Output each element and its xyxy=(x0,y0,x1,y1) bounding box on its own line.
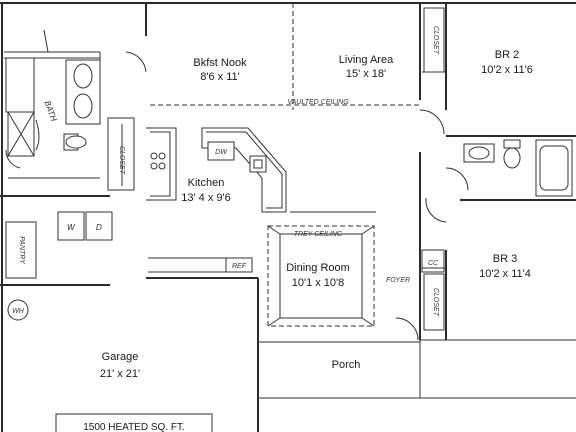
right-wing-walls xyxy=(422,3,576,340)
hall-bath-fixtures xyxy=(463,139,573,197)
closet-left-label: CLOSET xyxy=(118,146,125,175)
kitchen-counters xyxy=(146,127,287,213)
garage-name: Garage xyxy=(102,351,139,363)
bkfst-nook-name: Bkfst Nook xyxy=(193,57,247,69)
porch-outline xyxy=(258,339,576,399)
garage-size: 21' x 21' xyxy=(100,368,140,380)
pantry-label: PANTRY xyxy=(18,236,25,265)
trey-ceiling-note: TREY CEILING xyxy=(294,231,343,238)
vaulted-ceiling-note: VAULTED CEILING xyxy=(287,99,349,106)
bath-area xyxy=(4,29,101,179)
br2-name: BR 2 xyxy=(495,49,519,61)
water-heater xyxy=(7,299,29,321)
closet-top-label: CLOSET xyxy=(432,26,439,55)
dining-trey xyxy=(267,225,375,327)
bkfst-nook-size: 8'6 x 11' xyxy=(200,71,239,83)
closet-left-area xyxy=(107,117,135,191)
closet-top-box xyxy=(423,7,445,73)
porch-name: Porch xyxy=(332,359,361,371)
heated-area-label: 1500 HEATED SQ. FT. xyxy=(83,422,185,432)
kitchen-size: 13' 4 x 9'6 xyxy=(181,192,230,204)
dishwasher-label: DW xyxy=(215,149,228,156)
dining-room-size: 10'1 x 10'8 xyxy=(292,277,345,289)
washer-label: W xyxy=(67,223,76,232)
refrigerator-label: REF xyxy=(232,263,247,270)
water-heater-label: WH xyxy=(12,308,25,315)
living-area-name: Living Area xyxy=(339,54,394,66)
laundry xyxy=(57,211,113,241)
refrigerator xyxy=(148,257,253,273)
br2-size: 10'2 x 11'6 xyxy=(481,64,533,76)
br3-name: BR 3 xyxy=(493,253,517,265)
bath-label: BATH xyxy=(42,100,58,123)
living-area-size: 15' x 18' xyxy=(346,68,386,80)
closet-bottom-box xyxy=(423,273,445,331)
coat-closet-box xyxy=(421,249,445,273)
foyer-label: FOYER xyxy=(386,277,410,284)
br3-size: 10'2 x 11'4 xyxy=(479,268,531,280)
area-box xyxy=(55,413,213,432)
dryer-label: D xyxy=(96,223,102,232)
door-swings xyxy=(5,51,469,341)
pantry-box xyxy=(5,221,37,279)
coat-closet-label: CC xyxy=(428,260,439,267)
closet-bottom-label: CLOSET xyxy=(432,288,439,317)
kitchen-name: Kitchen xyxy=(188,177,225,189)
dining-room-name: Dining Room xyxy=(286,262,350,274)
